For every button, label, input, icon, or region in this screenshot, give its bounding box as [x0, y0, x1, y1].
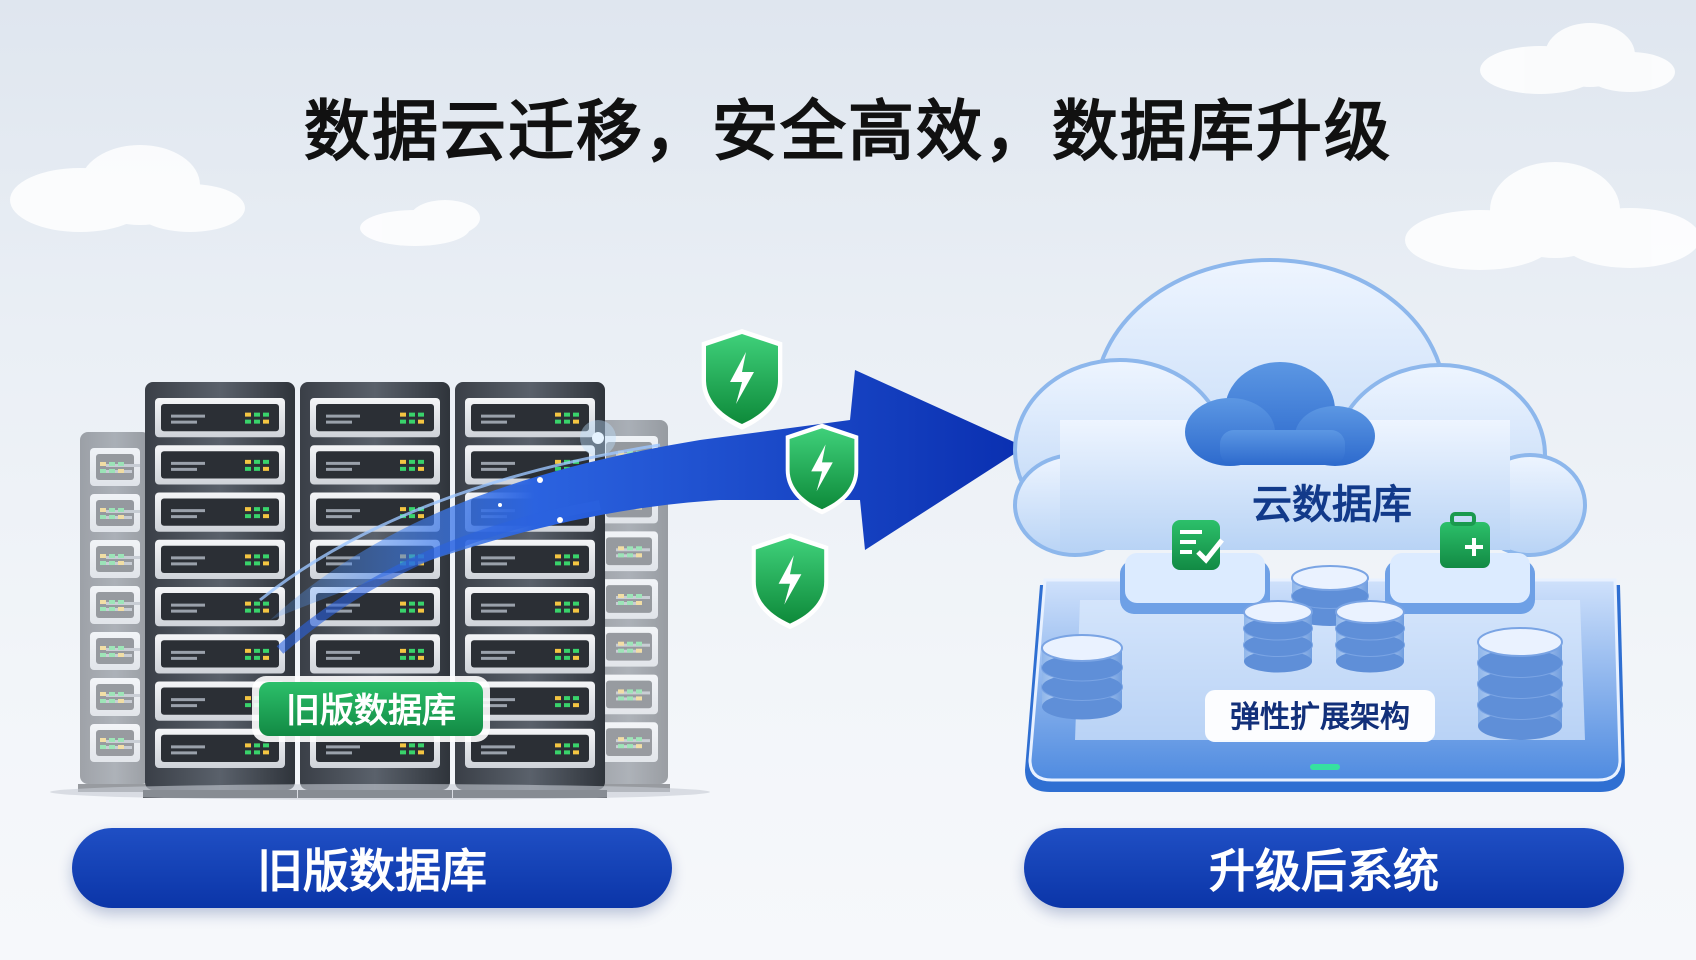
cloud-database-label: 云数据库 [1252, 482, 1412, 528]
platform-label: 弹性扩展架构 [1230, 700, 1410, 735]
background-clouds [10, 23, 1696, 270]
checklist-icon [1172, 520, 1224, 570]
cloud-database: 云数据库 [1013, 258, 1625, 792]
legacy-caption: 旧版数据库 [72, 828, 672, 908]
briefcase-plus-icon [1440, 512, 1490, 568]
inner-cloud-icon [1185, 362, 1375, 466]
database-icon [1243, 600, 1313, 673]
legacy-badge: 旧版数据库 [252, 676, 490, 742]
server-rack-icon [143, 382, 297, 798]
checklist-tile [1120, 520, 1270, 614]
database-icon [1041, 634, 1123, 720]
cloud-platform [1025, 578, 1625, 792]
upgraded-caption: 升级后系统 [1024, 828, 1624, 908]
platform-label-box: 弹性扩展架构 [1205, 690, 1435, 742]
page-title: 数据云迁移，安全高效，数据库升级 [304, 93, 1392, 170]
server-rack-icon [78, 432, 152, 792]
shield-bolt-icon [785, 423, 859, 515]
toolkit-tile [1385, 512, 1535, 614]
bg-cloud-right [1405, 23, 1696, 270]
database-icon [1335, 600, 1405, 673]
cloud-icon [1013, 258, 1587, 557]
legacy-badge-label: 旧版数据库 [286, 691, 456, 731]
shield-bolt-icon [751, 533, 829, 630]
database-icon [1477, 627, 1563, 740]
database-stacks [1041, 565, 1563, 740]
bg-cloud-left [10, 145, 480, 246]
shield-bolt-icon [701, 328, 783, 430]
security-shields [701, 328, 859, 630]
